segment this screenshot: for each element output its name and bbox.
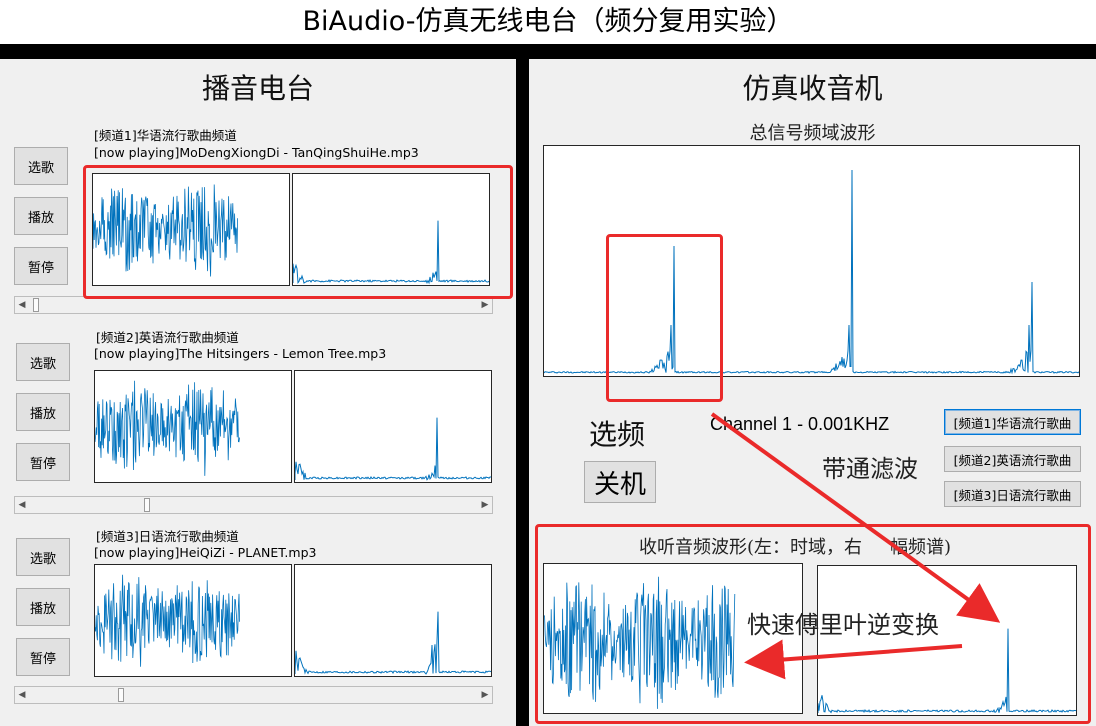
channel-3-play-button[interactable]: 播放 xyxy=(16,588,70,626)
ifft-annotation: 快速傅里叶逆变换 xyxy=(747,611,939,639)
channel-1-pause-button[interactable]: 暂停 xyxy=(14,247,68,285)
channel-3-now-playing: [now playing]HeiQiZi - PLANET.mp3 xyxy=(94,545,317,560)
total-spectrum-trace xyxy=(544,169,1079,375)
slider-right-arrow-icon[interactable]: ▶ xyxy=(481,300,489,310)
slider-right-arrow-icon[interactable]: ▶ xyxy=(481,690,489,700)
channel-1-waveform-plot xyxy=(92,173,290,286)
channel-2-now-playing: [now playing]The Hitsingers - Lemon Tree… xyxy=(94,346,387,361)
channel-1-label: [频道1]华语流行歌曲频道 xyxy=(94,128,237,143)
window-title: BiAudio-仿真无线电台（频分复用实验） xyxy=(0,0,1096,44)
channel-2-progress-slider[interactable]: ◀ ▶ xyxy=(14,496,493,514)
listen-spectrum-plot xyxy=(817,565,1077,716)
waveform-trace xyxy=(95,380,240,476)
top-divider xyxy=(0,44,1096,59)
slider-left-arrow-icon[interactable]: ◀ xyxy=(18,690,26,700)
channel-1-spectrum-plot xyxy=(292,173,490,286)
power-off-button[interactable]: 关机 xyxy=(584,461,656,503)
channel-2-pause-button[interactable]: 暂停 xyxy=(16,443,70,481)
slider-left-arrow-icon[interactable]: ◀ xyxy=(18,500,26,510)
waveform-trace xyxy=(544,576,736,709)
spectrum-trace xyxy=(818,628,1076,714)
slider-thumb[interactable] xyxy=(33,298,40,312)
spectrum-trace xyxy=(295,611,491,675)
channel-3-spectrum-plot xyxy=(294,564,492,677)
receiver-panel-title: 仿真收音机 xyxy=(742,72,883,105)
spectrum-trace xyxy=(293,220,489,285)
listen-caption-part-2: 幅频谱) xyxy=(890,537,952,558)
broadcast-panel-title: 播音电台 xyxy=(201,72,314,105)
channel-3-waveform-plot xyxy=(94,564,292,677)
channel-3-progress-slider[interactable]: ◀ ▶ xyxy=(14,686,493,704)
receiver-channel-2-button[interactable]: [频道2]英语流行歌曲 xyxy=(944,446,1081,472)
tune-label: 选频 xyxy=(589,418,646,451)
channel-2-label: [频道2]英语流行歌曲频道 xyxy=(96,330,239,345)
spectrum-trace xyxy=(295,417,491,481)
waveform-trace xyxy=(95,574,240,667)
channel-1-progress-slider[interactable]: ◀ ▶ xyxy=(14,296,493,314)
channel-3-pause-button[interactable]: 暂停 xyxy=(16,638,70,676)
receiver-channel-3-button[interactable]: [频道3]日语流行歌曲 xyxy=(944,481,1081,507)
channel-1-play-button[interactable]: 播放 xyxy=(14,197,68,235)
center-divider xyxy=(516,44,529,726)
broadcast-panel: 播音电台 [频道1]华语流行歌曲频道 [now playing]MoDengXi… xyxy=(0,59,516,726)
channel-1-now-playing: [now playing]MoDengXiongDi - TanQingShui… xyxy=(94,145,419,160)
channel-2-spectrum-plot xyxy=(294,370,492,483)
total-spectrum-plot xyxy=(543,145,1080,377)
slider-thumb[interactable] xyxy=(144,498,151,512)
channel-3-label: [频道3]日语流行歌曲频道 xyxy=(96,529,239,544)
slider-thumb[interactable] xyxy=(117,688,124,702)
total-spectrum-caption: 总信号频域波形 xyxy=(749,123,876,144)
waveform-trace xyxy=(93,184,238,277)
slider-left-arrow-icon[interactable]: ◀ xyxy=(18,300,26,310)
channel-frequency-readout: Channel 1 - 0.001KHZ xyxy=(710,414,890,434)
listen-caption-part-1: 收听音频波形(左：时域，右 xyxy=(639,537,863,558)
channel-1-select-song-button[interactable]: 选歌 xyxy=(14,147,68,185)
channel-2-play-button[interactable]: 播放 xyxy=(16,393,70,431)
slider-right-arrow-icon[interactable]: ▶ xyxy=(481,500,489,510)
channel-2-select-song-button[interactable]: 选歌 xyxy=(16,343,70,381)
channel-3-select-song-button[interactable]: 选歌 xyxy=(16,538,70,576)
channel-2-waveform-plot xyxy=(94,370,292,483)
listen-waveform-caption: 收听音频波形(左：时域，右 幅频谱) xyxy=(639,533,951,559)
receiver-channel-1-button[interactable]: [频道1]华语流行歌曲 xyxy=(944,409,1081,435)
receiver-panel: 仿真收音机 总信号频域波形 选频 关机 Channel 1 - 0.001KHZ… xyxy=(529,59,1096,726)
bandpass-annotation: 带通滤波 xyxy=(822,455,918,483)
